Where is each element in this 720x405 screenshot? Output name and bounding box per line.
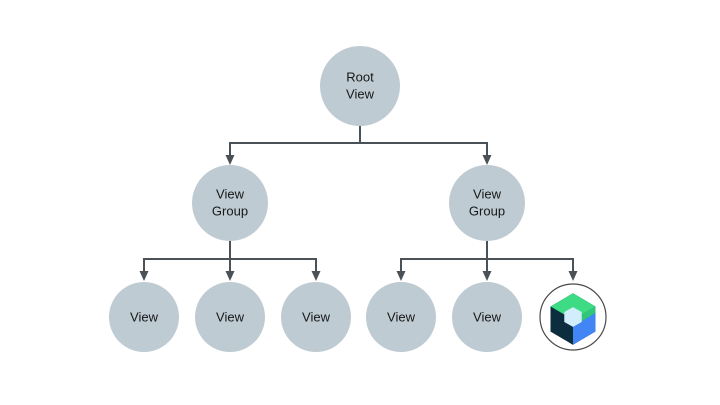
view-group-left-label-line1: View [216,186,245,201]
node-view-4[interactable]: View [366,282,436,352]
view-4-label: View [387,309,416,324]
view-2-circle[interactable] [195,282,265,352]
view-group-right-label-line2: Group [469,203,505,218]
node-view-group-right[interactable]: View Group [449,165,525,241]
jetpack-compose-logo-icon [550,293,596,345]
view-5-circle[interactable] [452,282,522,352]
node-view-group-left[interactable]: View Group [192,165,268,241]
node-view-1[interactable]: View [109,282,179,352]
view-4-circle[interactable] [366,282,436,352]
view-2-label: View [216,309,245,324]
view-3-label: View [302,309,331,324]
edge-root-to-group-left [225,126,361,165]
edge-group-right-to-compose [486,241,578,281]
edge-group-left-to-view-1 [139,241,231,281]
root-view-label-line1: Root [346,69,374,84]
root-view-label-line2: View [346,86,375,101]
view-group-left-label-line2: Group [212,203,248,218]
node-compose-logo[interactable] [539,283,607,351]
view-3-circle[interactable] [281,282,351,352]
view-group-right-label-line1: View [473,186,502,201]
view-5-label: View [473,309,502,324]
edge-group [139,126,578,281]
root-view-circle[interactable] [320,46,400,126]
node-view-5[interactable]: View [452,282,522,352]
view-group-left-circle[interactable] [192,165,268,241]
node-view-2[interactable]: View [195,282,265,352]
view-group-right-circle[interactable] [449,165,525,241]
view-1-label: View [130,309,159,324]
node-root-view[interactable]: Root View [320,46,400,126]
edge-root-to-group-right [359,126,492,165]
view-1-circle[interactable] [109,282,179,352]
edge-group-right-to-view-4 [396,241,488,281]
node-view-3[interactable]: View [281,282,351,352]
edge-group-left-to-view-3 [229,241,321,281]
